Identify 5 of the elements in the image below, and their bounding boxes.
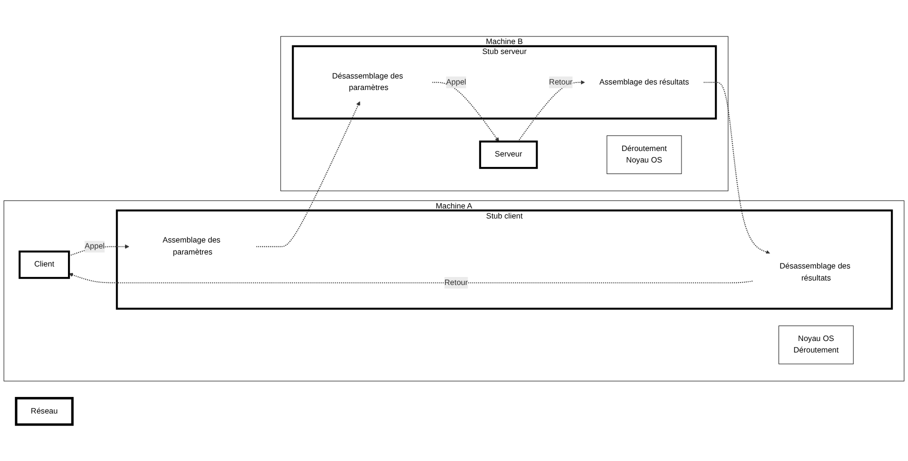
- arrow: [518, 80, 585, 142]
- arrow: [432, 82, 500, 142]
- arrow: [256, 101, 360, 248]
- arrow: [68, 272, 754, 284]
- arrow: [703, 82, 770, 254]
